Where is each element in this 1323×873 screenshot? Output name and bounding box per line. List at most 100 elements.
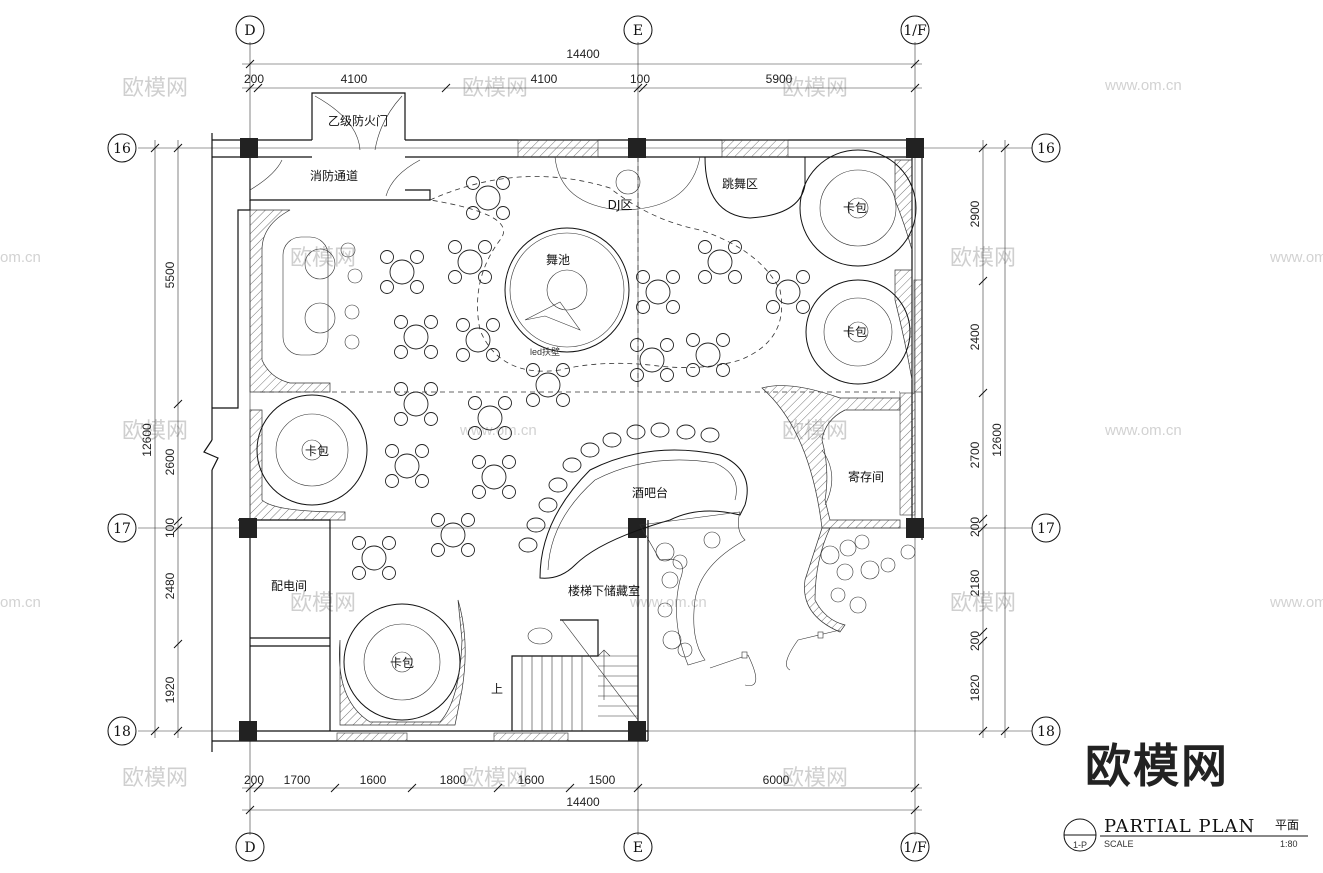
scale-value: 1:80 (1280, 839, 1298, 849)
label-booth: 卡包 (305, 444, 329, 458)
grid-label-top-e: E (633, 23, 643, 39)
watermark: 欧模网 (782, 76, 848, 101)
bar-stool (676, 424, 696, 440)
grid-bubbles: D E 1/F D E 1/F 16 17 18 16 17 18 (107, 15, 1061, 862)
dim-bottom-part: 1700 (284, 773, 311, 787)
round-table (385, 444, 429, 488)
dimensions-left: 12600 5500 2600 100 2480 1920 (140, 140, 183, 738)
dim-right-part: 2400 (968, 323, 982, 350)
watermark: 欧模网 (290, 591, 356, 616)
label-up: 上 (491, 682, 503, 696)
dim-bottom-part: 1500 (589, 773, 616, 787)
watermark-url: om.cn (0, 249, 41, 266)
dimensions-top: 14400 200 4100 4100 100 5900 (242, 47, 922, 93)
watermark: 欧模网 (122, 76, 188, 101)
dim-right-part: 200 (968, 631, 982, 651)
label-power-room: 配电间 (271, 579, 307, 593)
watermark: 欧模网 (462, 76, 528, 101)
watermark-url: www.om.cn (629, 594, 707, 611)
round-table (431, 513, 475, 557)
watermark-layer: 欧模网 欧模网 欧模网 www.om.cn 欧模网 欧模网 om.cn www.… (0, 76, 1323, 791)
entrance-doors (709, 629, 841, 686)
dimensions-bottom: 200 1700 1600 1800 1600 1500 6000 14400 (242, 773, 922, 815)
dim-right-part: 2180 (968, 569, 982, 596)
label-dance-zone: 跳舞区 (722, 177, 758, 191)
dim-bottom-part: 1600 (360, 773, 387, 787)
grid-label-left-16: 16 (113, 141, 131, 157)
watermark: 欧模网 (782, 766, 848, 791)
dim-right-total: 12600 (990, 423, 1004, 457)
round-table (526, 363, 570, 407)
label-stair-storage: 楼梯下储藏室 (568, 583, 640, 598)
dim-bottom-total: 14400 (566, 795, 600, 809)
dance-pool: led扶壁 (504, 227, 630, 357)
round-table (472, 455, 516, 499)
watermark-url: www.om.cn (1104, 422, 1182, 439)
round-table (686, 333, 730, 377)
label-booth: 卡包 (843, 325, 867, 339)
dim-top-part: 4100 (341, 72, 368, 86)
dj-area (554, 156, 806, 219)
grid-label-right-16: 16 (1037, 141, 1055, 157)
round-table (394, 315, 438, 359)
booth-group (256, 149, 917, 726)
zone-lines (260, 157, 900, 393)
lounge-seating (282, 236, 363, 356)
plants (655, 531, 916, 658)
watermark: 欧模网 (462, 766, 528, 791)
dim-right-part: 200 (968, 517, 982, 537)
round-table (456, 318, 500, 362)
booth (805, 279, 911, 385)
walls (203, 92, 923, 752)
dim-top-part: 4100 (531, 72, 558, 86)
grid-label-left-17: 17 (113, 521, 131, 537)
dim-bottom-part: 1800 (440, 773, 467, 787)
dim-bottom-part: 6000 (763, 773, 790, 787)
dim-top-total: 14400 (566, 47, 600, 61)
title-code: 1-P (1073, 840, 1087, 850)
room-labels: 乙级防火门 消防通道 DJ区 跳舞区 舞池 卡包 卡包 卡包 卡包 酒吧台 寄存… (271, 113, 884, 696)
label-storage: 寄存间 (848, 469, 884, 484)
watermark-url: www.om.cn (1269, 594, 1323, 611)
label-booth: 卡包 (843, 201, 867, 215)
bar-counter (518, 422, 748, 666)
dimensions-right: 2900 2400 2700 200 2180 200 1820 12600 (968, 140, 1010, 738)
booth (339, 599, 466, 726)
bar-stool (626, 424, 646, 440)
booth (799, 149, 917, 267)
title-block: 1-P PARTIAL PLAN SCALE 平面 1:80 (1063, 816, 1308, 852)
round-table (636, 270, 680, 314)
watermark-url: om.cn (0, 594, 41, 611)
dim-bottom-part: 1600 (518, 773, 545, 787)
grid-label-bottom-1f: 1/F (903, 840, 927, 856)
bar-stool (700, 427, 720, 443)
label-fire-door: 乙级防火门 (328, 113, 388, 128)
led-label: led扶壁 (530, 346, 560, 357)
label-bar: 酒吧台 (632, 485, 668, 500)
dim-right-part: 2900 (968, 200, 982, 227)
round-table (394, 382, 438, 426)
title-text: PARTIAL PLAN (1104, 816, 1255, 837)
dim-top-part: 200 (244, 72, 264, 86)
grid-label-right-18: 18 (1037, 724, 1055, 740)
grid-label-bottom-d: D (244, 840, 255, 856)
columns (239, 138, 924, 741)
round-table (380, 250, 424, 294)
dim-bottom-part: 200 (244, 773, 264, 787)
bar-stool (650, 422, 670, 438)
booth (256, 394, 368, 506)
label-dj: DJ区 (608, 198, 633, 212)
bar-stool (602, 432, 622, 448)
grid-label-left-18: 18 (113, 724, 131, 740)
round-table (698, 240, 742, 284)
dim-left-part: 2600 (163, 448, 177, 475)
grid-label-top-d: D (244, 23, 255, 39)
watermark-url: www.om.cn (1269, 249, 1323, 266)
dim-left-part: 100 (163, 518, 177, 538)
watermark-url: www.om.cn (459, 422, 537, 439)
dim-right-part: 1820 (968, 674, 982, 701)
bar-stool (580, 442, 600, 458)
dim-top-part: 5900 (766, 72, 793, 86)
label-booth: 卡包 (390, 656, 414, 670)
